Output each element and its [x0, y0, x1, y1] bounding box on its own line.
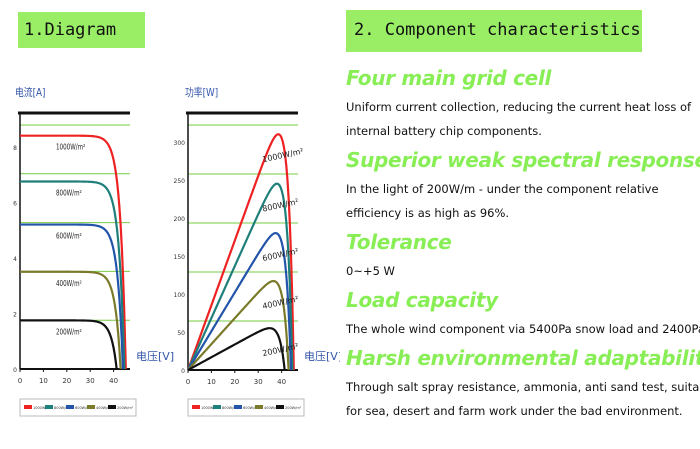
x-tick-label: 40 [109, 377, 118, 385]
legend-label: 400W/m² [96, 406, 113, 410]
text-grid-cell-1: Uniform current collection, reducing the… [346, 100, 692, 114]
legend-swatch [45, 405, 53, 409]
curve-label: 200W/m² [56, 327, 82, 336]
text-environment-1: Through salt spray resistance, ammonia, … [346, 380, 700, 394]
y-tick-label: 6 [13, 200, 17, 207]
legend-swatch [213, 405, 221, 409]
y-tick-label: 100 [174, 292, 186, 299]
legend-label: 800W/m² [54, 406, 71, 410]
curve-label: 800W/m² [56, 189, 82, 198]
x-tick-label: 20 [62, 377, 71, 385]
curve-label: 600W/m² [262, 247, 300, 263]
text-tolerance: 0~+5 W [346, 264, 395, 278]
legend-label: 600W/m² [75, 406, 92, 410]
heading-environment: Harsh environmental adaptability [346, 346, 700, 370]
x-tick-label: 0 [186, 378, 190, 386]
x-tick-label: 10 [207, 378, 216, 386]
x-tick-label: 40 [277, 378, 286, 386]
legend-label: 1000W/m² [201, 406, 220, 410]
curve-1000Wm [20, 134, 127, 370]
curve-600Wm [20, 223, 125, 370]
x-tick-label: 20 [230, 378, 239, 386]
heading-load: Load capacity [346, 288, 498, 312]
text-weak-light-2: efficiency is as high as 96%. [346, 206, 510, 220]
x-tick-label: 10 [39, 377, 48, 385]
y-tick-label: 150 [174, 254, 186, 261]
y-tick-label: 50 [177, 330, 185, 337]
y-tick-label: 0 [181, 368, 185, 375]
heading-tolerance: Tolerance [346, 230, 452, 254]
y-tick-label: 8 [13, 145, 17, 152]
text-environment-2: for sea, desert and farm work under the … [346, 404, 683, 418]
y-tick-label: 2 [13, 311, 17, 318]
curve-400Wm [20, 270, 122, 370]
x-tick-label: 30 [86, 377, 95, 385]
curve-600Wm [187, 231, 293, 371]
legend-label: 1000W/m² [33, 406, 52, 410]
legend-swatch [87, 405, 95, 409]
legend-swatch [192, 405, 200, 409]
y-tick-label: 250 [174, 178, 186, 185]
legend-box [187, 398, 305, 417]
x-tick-label: 30 [254, 378, 263, 386]
y-tick-label: 200 [174, 216, 186, 223]
curve-label: 800W/m² [262, 197, 300, 213]
heading-weak-light: Superior weak spectral response [346, 148, 700, 172]
legend-box [19, 398, 137, 417]
curve-label: 400W/m² [262, 294, 300, 310]
curve-1000Wm [186, 133, 295, 371]
curve-800Wm [186, 182, 294, 371]
legend-swatch [255, 405, 263, 409]
text-grid-cell-2: internal battery chip components. [346, 124, 542, 138]
y-axis-label: 电流[A] [15, 85, 46, 99]
legend-label: 400W/m² [264, 406, 281, 410]
curve-label: 600W/m² [56, 232, 82, 241]
y-axis-label: 功率[W] [185, 85, 218, 99]
curve-800Wm [20, 180, 126, 370]
curve-label: 400W/m² [56, 279, 82, 288]
heading-grid-cell: Four main grid cell [346, 66, 552, 90]
text-weak-light-1: In the light of 200W/m - under the compo… [346, 182, 659, 196]
characteristics-title: 2. Component characteristics [346, 10, 642, 52]
curve-200Wm [20, 319, 118, 370]
legend-swatch [234, 405, 242, 409]
legend-label: 800W/m² [222, 406, 239, 410]
x-tick-label: 0 [18, 377, 22, 385]
curve-200Wm [187, 327, 286, 371]
x-axis-label: 电压[V] [304, 350, 340, 363]
legend-swatch [108, 405, 116, 409]
text-load: The whole wind component via 5400Pa snow… [346, 322, 700, 336]
legend-swatch [24, 405, 32, 409]
legend-label: 200W/m² [285, 406, 302, 410]
diagram-title: 1.Diagram [18, 12, 145, 48]
legend-swatch [66, 405, 74, 409]
legend-swatch [276, 405, 284, 409]
x-axis-label: 电压[V] [136, 350, 174, 363]
curve-label: 1000W/m² [56, 143, 86, 152]
legend-label: 200W/m² [117, 406, 134, 410]
y-tick-label: 0 [13, 367, 17, 374]
y-tick-label: 300 [174, 140, 186, 147]
y-tick-label: 4 [13, 256, 17, 263]
legend-label: 600W/m² [243, 406, 260, 410]
curve-400Wm [187, 279, 290, 371]
